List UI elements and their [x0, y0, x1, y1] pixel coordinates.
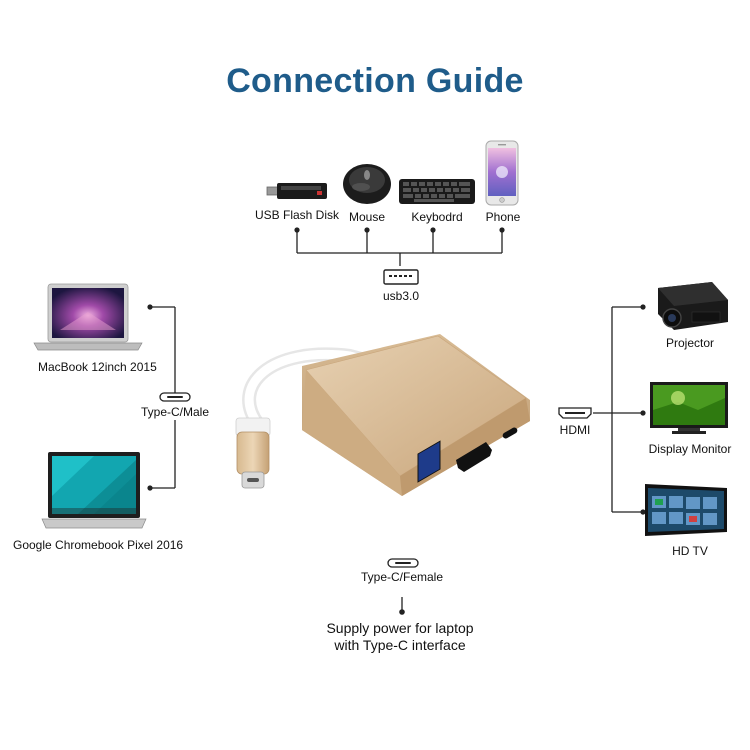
display-monitor-label: Display Monitor [648, 442, 732, 456]
mouse-icon [343, 164, 391, 204]
page-title: Connection Guide [226, 62, 524, 100]
phone-icon [485, 140, 519, 206]
type-c-male-label: Type-C/Male [140, 405, 210, 419]
phone-label: Phone [485, 210, 521, 224]
type-c-female-label: Type-C/Female [360, 570, 444, 584]
supply-power-line-2: with Type-C interface [334, 637, 466, 653]
macbook-icon [33, 283, 143, 351]
hdmi-port-icon [558, 407, 592, 419]
type-c-male-icon [159, 392, 191, 402]
projector-icon [658, 282, 728, 330]
display-monitor-icon [650, 382, 728, 434]
chromebook-label: Google Chromebook Pixel 2016 [13, 538, 184, 552]
supply-power-text: Supply power for laptop with Type-C inte… [300, 620, 500, 654]
hd-tv-icon [645, 484, 727, 536]
keyboard-icon [399, 179, 475, 204]
usb-flash-disk-icon [266, 183, 327, 199]
usb-port-icon [383, 269, 419, 285]
hd-tv-label: HD TV [672, 544, 708, 558]
chromebook-icon [41, 452, 147, 529]
usb3-label: usb3.0 [382, 289, 420, 303]
usb-c-adapter-image [235, 334, 530, 496]
mouse-label: Mouse [348, 210, 386, 224]
projector-label: Projector [665, 336, 715, 350]
macbook-label: MacBook 12inch 2015 [38, 360, 157, 374]
supply-power-line-1: Supply power for laptop [326, 620, 474, 636]
keyboard-label: Keybodrd [411, 210, 463, 224]
type-c-female-icon [387, 558, 419, 568]
usb-flash-disk-label: USB Flash Disk [254, 208, 340, 222]
hdmi-label: HDMI [559, 423, 591, 437]
